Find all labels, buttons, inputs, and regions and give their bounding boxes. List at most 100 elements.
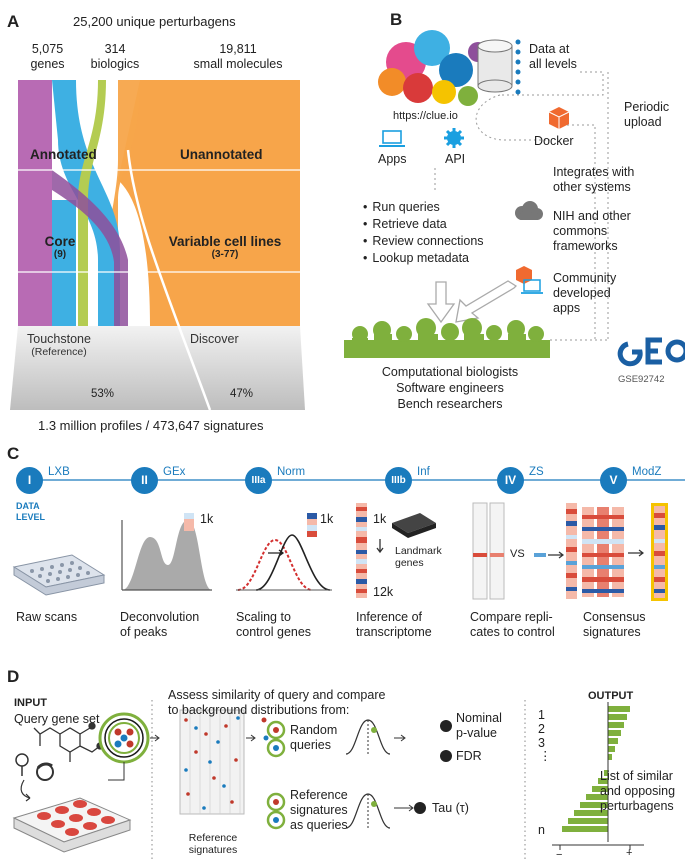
scale-1k-a: 1k [200,512,214,526]
tau-label: Tau (τ) [432,801,469,815]
split-curve [126,149,212,411]
docker-label: Docker [534,134,574,148]
caption-compare: Compare repli-cates to control [470,610,555,639]
user-roles: Computational biologists Software engine… [381,365,519,411]
perturbagen-flow-diagram [10,80,305,411]
bullet-lookup-metadata: Lookup metadata [363,251,484,266]
caption-raw-scans: Raw scans [16,610,78,624]
rnai-loop-icon [15,753,29,776]
reference-matrix [179,709,245,815]
unannotated-label: Unannotated [180,147,263,162]
profiles-footer: 1.3 million profiles / 473,647 signature… [38,418,264,433]
genes-blue-core [52,200,76,326]
well-plate-icon [12,554,106,596]
random-query-rings [261,717,286,758]
api-label[interactable]: API [445,152,466,166]
bullet-review-connections: Review connections [363,234,483,249]
stage-badge-4: IIIb [385,467,412,494]
stage-code-4: Inf [417,466,430,478]
rank-ellipsis: ⋮ [539,749,552,763]
ranked-output-bars [562,706,630,832]
stage-badge-6: V [600,467,627,494]
input-heading: INPUT [14,697,47,709]
users-silhouette [344,318,550,358]
panel-a-title: 25,200 unique perturbagens [73,14,236,29]
panel-d-letter: D [7,667,20,686]
rank-n: n [538,823,545,837]
scale-1k-b: 1k [320,512,334,526]
gear-icon [444,128,464,148]
capability-list: Run queries Retrieve data Review connect… [363,200,484,266]
scaling-curves [184,513,332,591]
discover-label: Discover [190,332,239,346]
community-apps-icon [516,266,543,294]
geo-accession: GSE92742 [618,374,665,385]
apps-label[interactable]: Apps [378,152,407,166]
plasmid-icon [36,762,54,781]
axis-minus: − [556,849,563,861]
random-null-distribution [345,719,406,755]
clue-url[interactable]: https://clue.io [393,110,458,122]
bullet-retrieve-data: Retrieve data [363,217,484,232]
scale-1k-c: 1k [373,512,387,526]
small-molecule-stream [118,80,300,326]
data-levels-dots [515,39,521,95]
query-signature-target [98,712,150,764]
panel-c-letter: C [7,444,20,463]
cell-plate-icon [12,797,132,853]
molecule-icon [33,722,104,762]
rank-1: 1 [538,708,545,722]
profiles-fan [10,326,305,410]
replicate-comparison [472,502,577,600]
cloud-icon [515,201,543,220]
annotated-label: Annotated [30,147,97,162]
geo-logo [617,337,685,367]
stage-code-3: Norm [277,466,306,478]
stage-badge-5: IV [497,467,524,494]
panel-b-letter: B [390,10,403,29]
touchstone-label: Touchstone (Reference) [27,332,91,358]
docker-icon [548,107,570,129]
biologics-stream [78,80,106,326]
output-heading: OUTPUT [588,690,634,702]
rank-2: 2 [538,722,545,736]
rank-3: 3 [538,736,545,750]
pipeline-line [30,479,685,481]
query-workflow-diagram [12,700,644,861]
variable-cell-lines-label: Variable cell lines (3-77) [168,234,282,260]
consensus-signatures [582,503,668,601]
genes-stream [18,80,52,326]
fdr-label: FDR [456,749,482,763]
discover-percent: 47% [230,388,254,400]
genes-purple-diagonal [52,170,128,326]
database-icon [477,39,513,93]
inferred-transcriptome-column [356,503,436,598]
stage-code-2: GEx [163,466,186,478]
query-gene-set-label: Query gene set [14,712,100,726]
reference-query-rings [266,792,286,830]
laptop-icon [379,130,405,147]
nominal-pvalue-marker [440,720,452,732]
fdr-marker [440,750,452,762]
pipeline-illustrations [12,502,668,601]
tau-marker [414,802,426,814]
clue-ecosystem-diagram [344,30,685,367]
diagonal-arrow [455,280,518,323]
